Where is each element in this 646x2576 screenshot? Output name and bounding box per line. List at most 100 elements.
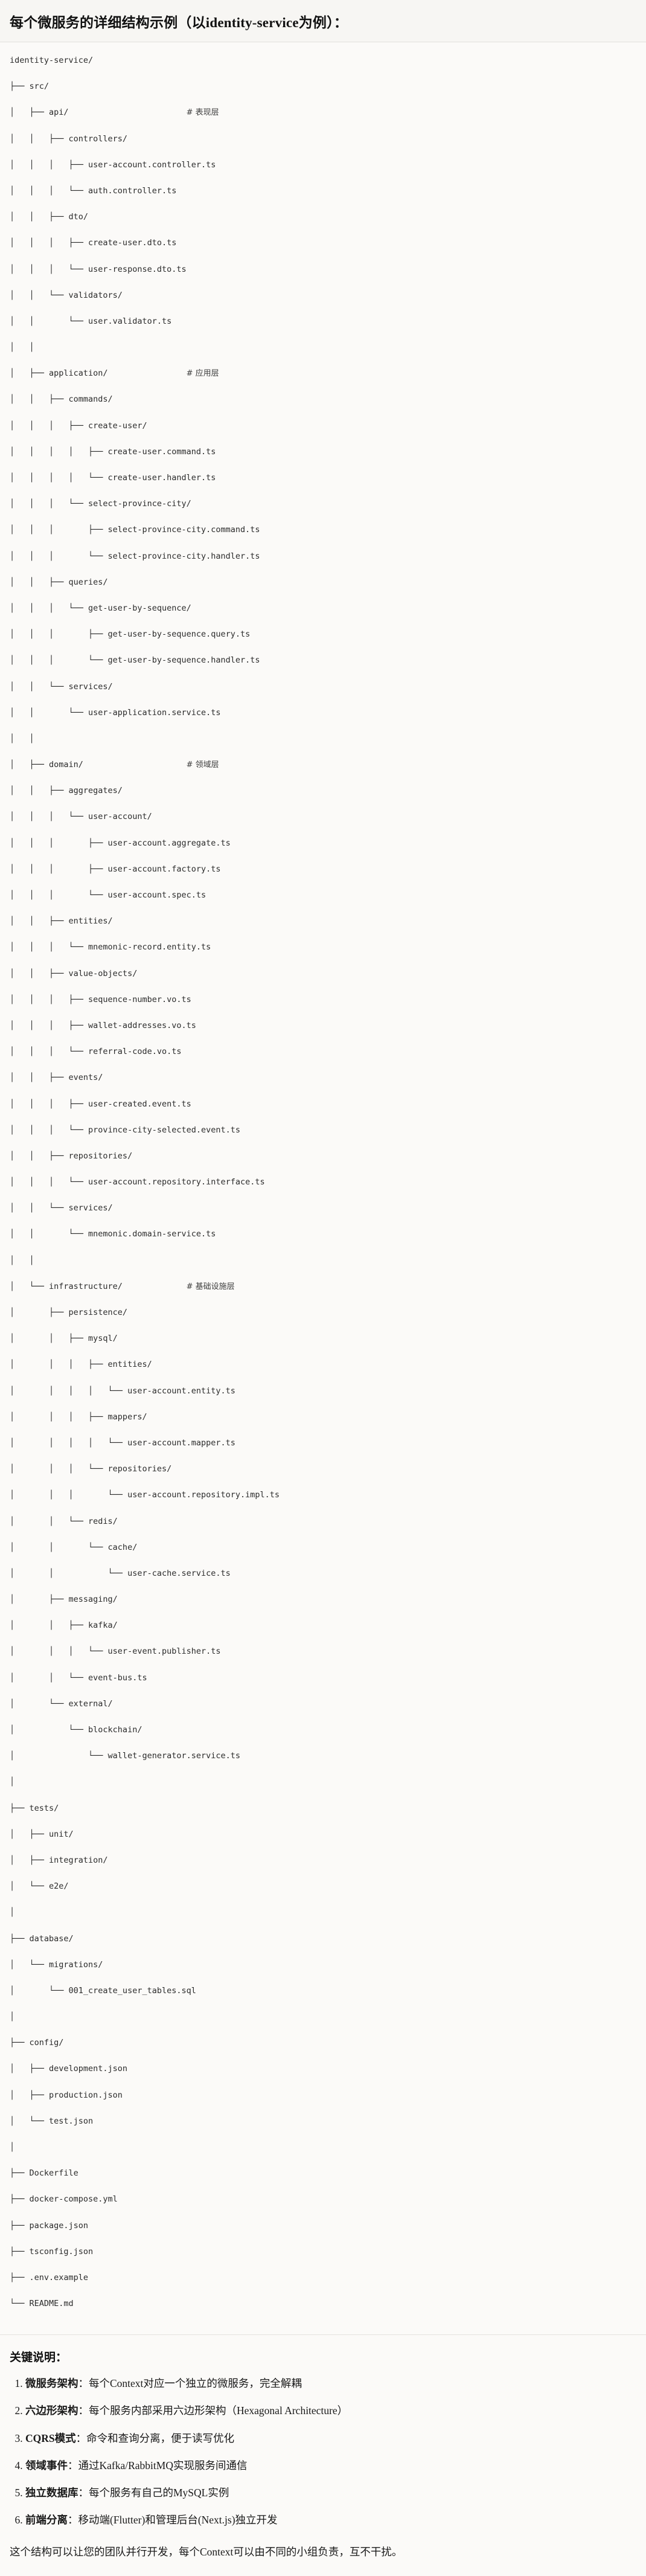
tree-node-label: └── README.md <box>10 2299 74 2309</box>
tree-node-label: │ │ ├── mysql/ <box>10 1334 118 1344</box>
tree-line: │ │ │ │ ├── create-user.command.ts <box>10 446 636 459</box>
tree-line: │ │ │ ├── user-account.controller.ts <box>10 159 636 172</box>
tree-line: │ │ └── event-bus.ts <box>10 1672 636 1685</box>
tree-layer-comment: # 应用层 <box>186 369 219 379</box>
key-note-term: 领域事件 <box>25 2459 68 2472</box>
tree-node-label: │ │ ├── events/ <box>10 1073 103 1083</box>
tree-node-label: │ │ ├── entities/ <box>10 916 113 927</box>
tree-line: ├── package.json <box>10 2220 636 2233</box>
tree-line: │ │ │ └── get-user-by-sequence/ <box>10 602 636 615</box>
tree-line: │ │ ├── commands/ <box>10 393 636 406</box>
tree-node-label: │ │ │ ├── user-account.factory.ts <box>10 864 221 874</box>
tree-node-label: │ └── migrations/ <box>10 1959 103 1970</box>
tree-node-label: │ │ └── cache/ <box>10 1542 138 1552</box>
tree-node-label: │ │ └── event-bus.ts <box>10 1672 147 1683</box>
key-note-term: 微服务架构 <box>25 2377 78 2390</box>
tree-node-label: │ │ │ └── select-province-city/ <box>10 499 191 509</box>
tree-node-label: │ │ └── redis/ <box>10 1516 118 1526</box>
tree-line: │ │ └── user-application.service.ts <box>10 707 636 720</box>
tree-line: │ <box>10 1906 636 1919</box>
tree-line: │ │ │ └── user-response.dto.ts <box>10 263 636 277</box>
tree-node-label: │ │ └── services/ <box>10 1203 113 1213</box>
key-note-term: 六边形架构 <box>25 2404 78 2417</box>
key-note-item: CQRS模式：命令和查询分离，便于读写优化 <box>25 2430 636 2447</box>
tree-node-label: │ │ │ └── user-account.repository.impl.t… <box>10 1490 280 1500</box>
tree-node-label: │ │ │ └── province-city-selected.event.t… <box>10 1125 241 1135</box>
tree-line: │ └── external/ <box>10 1698 636 1711</box>
tree-node-label: │ │ │ ├── select-province-city.command.t… <box>10 525 260 535</box>
tree-line: │ │ │ │ └── user-account.mapper.ts <box>10 1437 636 1450</box>
tree-node-label: │ │ ├── queries/ <box>10 577 108 587</box>
tree-node-label: │ ├── persistence/ <box>10 1308 128 1318</box>
tree-line: │ └── migrations/ <box>10 1959 636 1972</box>
key-note-separator: ： <box>78 2404 89 2417</box>
tree-line: │ ├── persistence/ <box>10 1306 636 1320</box>
key-note-separator: ： <box>68 2459 78 2472</box>
tree-node-label: │ └── blockchain/ <box>10 1725 142 1735</box>
tree-line: identity-service/ <box>10 54 636 68</box>
tree-line: │ │ │ └── user-account.spec.ts <box>10 889 636 902</box>
tree-node-label: │ │ │ └── select-province-city.handler.t… <box>10 551 260 561</box>
tree-line: │ │ │ └── referral-code.vo.ts <box>10 1045 636 1059</box>
tree-line: │ │ │ ├── select-province-city.command.t… <box>10 524 636 537</box>
document-header: 每个微服务的详细结构示例（以identity-service为例）： <box>0 0 646 43</box>
tree-line: │ │ └── user-cache.service.ts <box>10 1567 636 1581</box>
tree-node-label: │ │ │ └── get-user-by-sequence.handler.t… <box>10 655 260 666</box>
tree-line: │ ├── messaging/ <box>10 1593 636 1607</box>
key-note-description: 通过Kafka/RabbitMQ实现服务间通信 <box>78 2459 248 2472</box>
tree-line: │ ├── production.json <box>10 2089 636 2102</box>
tree-line: │ │ │ ├── entities/ <box>10 1358 636 1372</box>
tree-node-label: ├── config/ <box>10 2038 64 2048</box>
tree-node-label: │ └── e2e/ <box>10 1881 69 1892</box>
tree-line: │ │ │ │ └── create-user.handler.ts <box>10 472 636 485</box>
tree-line: │ └── test.json <box>10 2115 636 2128</box>
tree-line: │ │ ├── repositories/ <box>10 1150 636 1163</box>
tree-line: └── README.md <box>10 2298 636 2311</box>
tree-line: ├── tsconfig.json <box>10 2246 636 2259</box>
tree-line: │ └── infrastructure/ # 基础设施层 <box>10 1280 636 1294</box>
tree-line: │ │ │ └── user-event.publisher.ts <box>10 1645 636 1659</box>
tree-line: │ │ │ └── repositories/ <box>10 1463 636 1476</box>
tree-node-label: │ └── 001_create_user_tables.sql <box>10 1985 196 1996</box>
tree-line: │ │ ├── events/ <box>10 1071 636 1085</box>
tree-line: │ │ │ └── select-province-city.handler.t… <box>10 550 636 564</box>
tree-line: │ └── e2e/ <box>10 1880 636 1893</box>
tree-line: │ │ ├── mysql/ <box>10 1332 636 1346</box>
tree-line: ├── tests/ <box>10 1802 636 1816</box>
tree-node-label: │ <box>10 2012 15 2022</box>
tree-node-label: │ │ │ ├── create-user.dto.ts <box>10 238 177 248</box>
tree-node-label: │ │ ├── value-objects/ <box>10 968 138 978</box>
tree-line: │ │ │ ├── create-user/ <box>10 420 636 433</box>
tree-node-label: ├── tests/ <box>10 1803 59 1813</box>
tree-node-label: ├── .env.example <box>10 2272 89 2282</box>
tree-line: │ │ │ ├── get-user-by-sequence.query.ts <box>10 628 636 641</box>
tree-node-label: │ │ │ ├── mappers/ <box>10 1412 147 1422</box>
tree-line: │ ├── development.json <box>10 2063 636 2076</box>
tree-line: │ │ │ └── get-user-by-sequence.handler.t… <box>10 654 636 667</box>
tree-comment-spacer <box>108 368 187 378</box>
tree-node-label: ├── package.json <box>10 2220 89 2231</box>
key-note-separator: ： <box>75 2432 87 2444</box>
tree-node-label: │ └── infrastructure/ <box>10 1281 123 1291</box>
key-note-item: 独立数据库：每个服务有自己的MySQL实例 <box>25 2485 636 2501</box>
key-note-item: 六边形架构：每个服务内部采用六边形架构（Hexagonal Architectu… <box>25 2403 636 2419</box>
tree-line: │ <box>10 1776 636 1789</box>
tree-node-label: │ │ └── user-application.service.ts <box>10 707 221 718</box>
tree-node-label: │ ├── production.json <box>10 2090 123 2100</box>
tree-comment-spacer <box>123 1282 187 1291</box>
tree-node-label: │ │ │ │ └── user-account.mapper.ts <box>10 1437 235 1448</box>
tree-layer-comment: # 领域层 <box>186 760 219 770</box>
tree-line: ├── .env.example <box>10 2272 636 2285</box>
directory-tree-block: identity-service/ ├── src/ │ ├── api/ # … <box>0 42 646 2335</box>
tree-line: ├── Dockerfile <box>10 2167 636 2180</box>
tree-node-label: │ │ │ ├── sequence-number.vo.ts <box>10 994 191 1004</box>
tree-line: │ │ <box>10 341 636 355</box>
tree-node-label: │ │ │ └── get-user-by-sequence/ <box>10 603 191 613</box>
tree-node-label: │ │ │ └── repositories/ <box>10 1464 172 1474</box>
key-note-description: 移动端(Flutter)和管理后台(Next.js)独立开发 <box>78 2513 278 2526</box>
tree-node-label: ├── Dockerfile <box>10 2168 78 2179</box>
tree-node-label: │ ├── domain/ <box>10 760 83 770</box>
tree-line: │ │ ├── controllers/ <box>10 133 636 146</box>
key-note-description: 每个服务有自己的MySQL实例 <box>89 2486 229 2499</box>
tree-node-label: │ ├── api/ <box>10 108 69 118</box>
